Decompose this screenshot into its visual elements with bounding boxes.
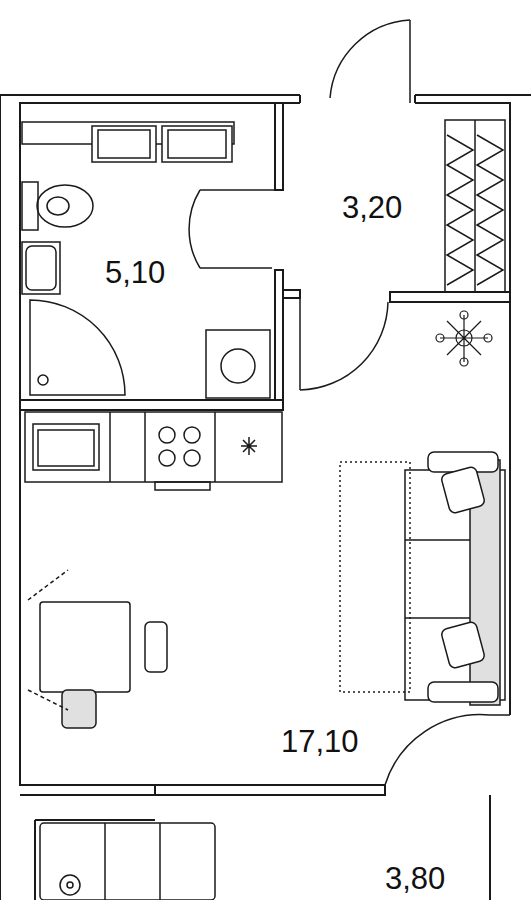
room-area: 5,10 bbox=[103, 257, 167, 288]
furniture bbox=[28, 452, 505, 900]
plant bbox=[436, 311, 492, 366]
kitchen bbox=[25, 412, 282, 490]
wardrobe bbox=[445, 120, 505, 292]
bathroom-fixtures bbox=[22, 122, 270, 398]
room-area: 17,10 bbox=[279, 726, 361, 757]
room-area: 3,80 bbox=[383, 863, 447, 894]
doors bbox=[189, 20, 510, 790]
room-area: 3,20 bbox=[340, 192, 404, 223]
walls bbox=[0, 95, 531, 900]
